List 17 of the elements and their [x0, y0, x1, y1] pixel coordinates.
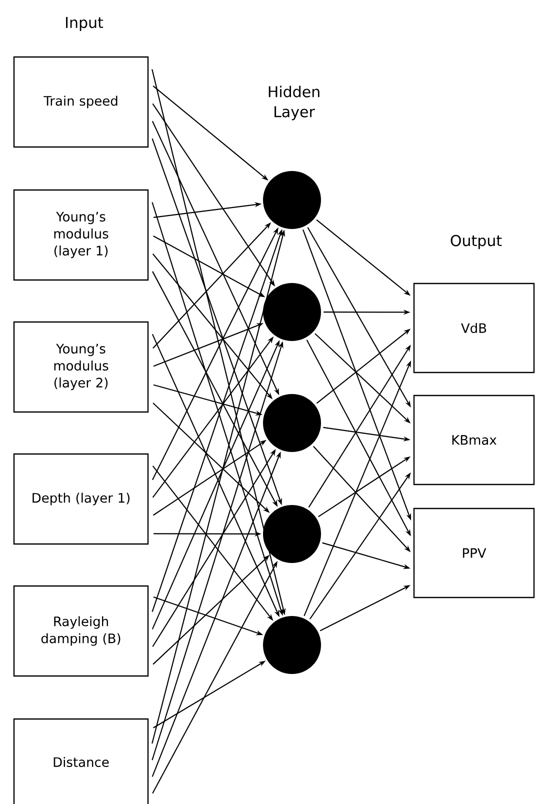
layer-heading: Output: [450, 234, 502, 250]
neuron-circle: [263, 283, 321, 341]
neuron-circle: [263, 505, 321, 563]
neuron-circle: [263, 171, 321, 229]
input-box: Distance: [13, 718, 149, 804]
output-box: VdB: [413, 282, 535, 374]
input-box: Depth (layer 1): [13, 453, 149, 545]
input-box: Train speed: [13, 56, 149, 148]
output-box: KBmax: [413, 394, 535, 486]
neuron-circle: [263, 394, 321, 452]
layer-heading: Input: [66, 16, 104, 32]
input-box: Young’s modulus (layer 1): [13, 189, 149, 281]
input-box: Young’s modulus (layer 2): [13, 321, 149, 413]
layer-heading: Hidden Layer: [268, 86, 320, 120]
input-box: Rayleigh damping (B): [13, 585, 149, 677]
neuron-circle: [263, 616, 321, 674]
output-box: PPV: [413, 508, 535, 598]
